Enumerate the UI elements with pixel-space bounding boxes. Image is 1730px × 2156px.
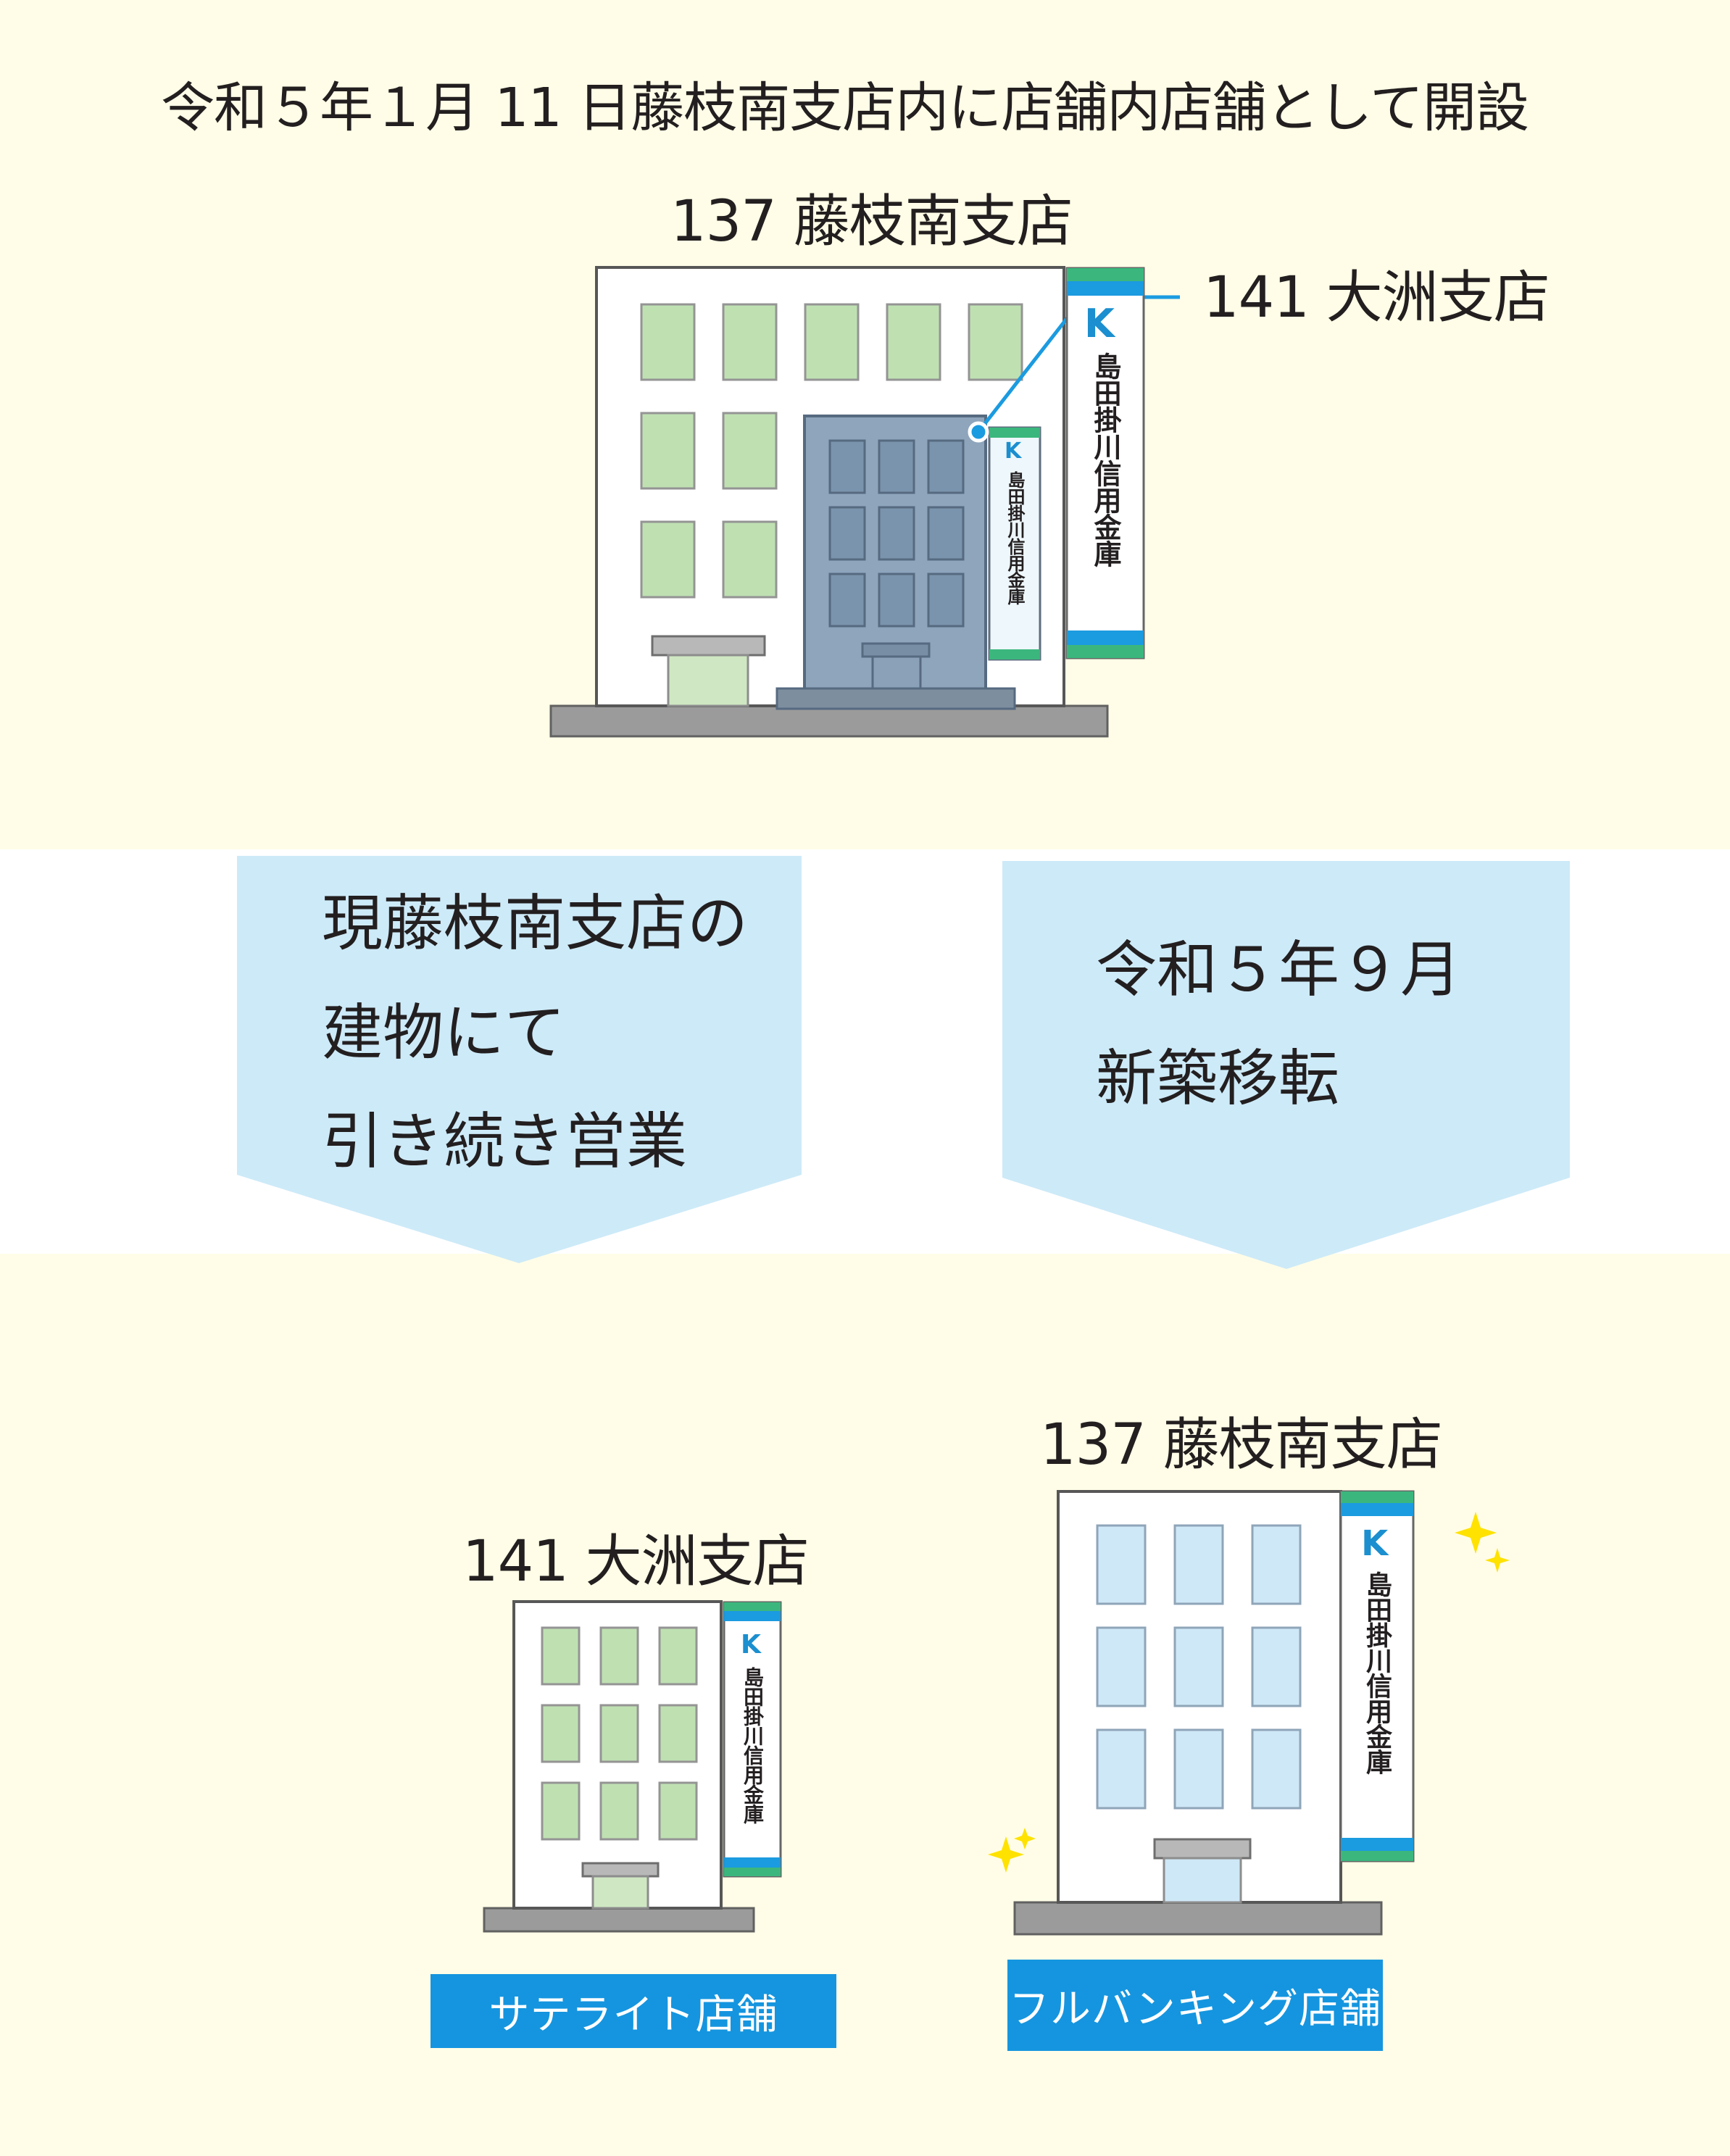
sparkle-bottom-left-icon: [988, 1828, 1036, 1873]
bottom-right-branch-label: 137 藤枝南支店: [1040, 1412, 1443, 1478]
top-window-grid: [640, 303, 1023, 599]
annex-window-grid: [828, 439, 965, 628]
bottom-left-badge: サテライト店舗: [431, 1974, 836, 2048]
main-sign-bottom-band-blue: [1067, 630, 1144, 645]
leader-line-dot: [968, 421, 989, 443]
arrow-left-line-2: 建物にて: [322, 997, 566, 1068]
annex-ground-step: [775, 687, 1016, 710]
top-annex-sign-text: 島田掛川信用金庫: [1005, 471, 1025, 604]
top-main-sign-logo: K: [1084, 301, 1115, 346]
arrow-right-line-1: 令和５年９月: [1096, 934, 1462, 1005]
arrow-right-line-2: 新築移転: [1096, 1043, 1340, 1114]
annex-sign-bottom-band: [989, 649, 1040, 659]
main-sign-top-band-green: [1067, 268, 1144, 281]
bottom-left-sign-logo: K: [741, 1630, 761, 1660]
bottom-left-branch-label: 141 大洲支店: [462, 1529, 810, 1594]
bottom-band: [0, 1254, 1730, 2156]
bottom-left-sign-text: 島田掛川信用金庫: [741, 1667, 765, 1823]
headline: 令和５年１月 11 日藤枝南支店内に店舗内店舗として開設: [161, 77, 1529, 139]
bottom-right-sign-text: 島田掛川信用金庫: [1362, 1571, 1392, 1774]
main-sign-top-band-blue: [1067, 281, 1144, 296]
top-main-sign-text: 島田掛川信用金庫: [1089, 352, 1121, 567]
sparkle-top-right-icon: [1455, 1512, 1510, 1573]
bottom-right-sign-logo: K: [1361, 1523, 1389, 1564]
arrow-left-line-1: 現藤枝南支店の: [322, 888, 749, 959]
annex-sign-top-band: [989, 428, 1040, 438]
top-building-scene: [549, 266, 1180, 738]
top-annex-sign-logo: K: [1005, 438, 1022, 464]
arrow-left-line-3: 引き続き営業: [322, 1106, 688, 1177]
main-sign-bottom-band-green: [1067, 645, 1144, 658]
top-entrance-door: [667, 654, 749, 707]
top-entrance-awning: [651, 635, 766, 657]
top-main-branch-label: 137 藤枝南支店: [670, 189, 1073, 254]
bottom-right-badge: フルバンキング店舗: [1007, 1960, 1383, 2051]
top-sub-branch-label: 141 大洲支店: [1203, 265, 1550, 330]
annex-sign-frame: [988, 426, 1041, 661]
